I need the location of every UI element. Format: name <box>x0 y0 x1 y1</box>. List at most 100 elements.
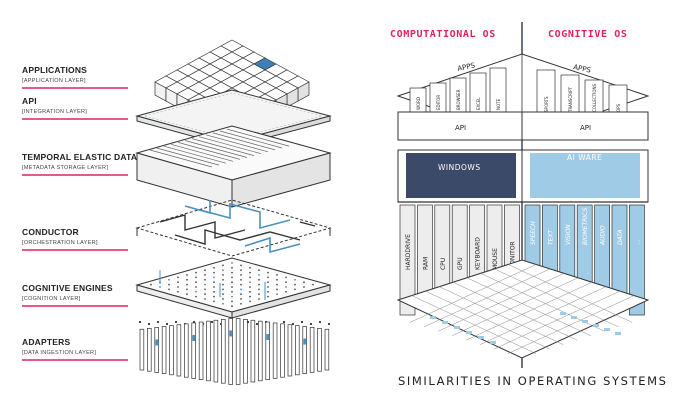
adapter-rod <box>295 325 300 376</box>
app-tile-label: OPS <box>616 103 621 112</box>
layer-sub: [COGNITION LAYER] <box>22 296 81 302</box>
app-tile-left: NOTE <box>489 67 507 119</box>
conductor-layer <box>135 199 332 257</box>
column-label: BIOMETRICS <box>582 208 589 245</box>
column-label: DATA <box>617 229 624 245</box>
left-stack: APPLICATIONS [APPLICATION LAYER] API [IN… <box>22 39 332 385</box>
adapter-rod <box>161 326 167 374</box>
adapter-rod <box>309 327 315 373</box>
windows-panel <box>406 153 516 198</box>
adapter-rod <box>243 319 248 384</box>
adapter-rod <box>169 325 174 376</box>
os-layer: WINDOWS AI WARE <box>397 149 649 203</box>
apps-left-label: APPS <box>457 61 476 73</box>
diagram-caption: SIMILARITIES IN OPERATING SYSTEMS <box>398 374 668 388</box>
adapter-rod <box>302 326 307 374</box>
grid-floor <box>396 259 650 359</box>
api-tier: API API <box>397 111 649 141</box>
column-right: BIOMETRICS <box>576 204 593 298</box>
adapter-rod <box>213 319 219 383</box>
column-label: MOUSE <box>492 248 499 270</box>
adapter-rod <box>184 323 189 378</box>
column-label: TEXT <box>547 228 554 245</box>
layer-sub: [APPLICATION LAYER] <box>22 78 86 84</box>
layer-label-api: API [INTEGRATION LAYER] <box>22 96 128 120</box>
layer-name: API <box>22 96 37 106</box>
app-tile-label: COLLECTIONS <box>592 84 597 112</box>
layer-label-cognitive-engines: COGNITIVE ENGINES [COGNITION LAYER] <box>22 283 128 307</box>
adapters-layer <box>139 318 330 385</box>
column-label: HARDDRIVE <box>405 234 412 270</box>
adapter-rod <box>228 318 233 385</box>
layer-name: ADAPTERS <box>22 337 70 347</box>
adapter-rod <box>198 321 204 380</box>
resource-columns: HARDDRIVE RAM CPU GPU KEYBOARD MOUSE MONITOR SP… <box>399 204 645 316</box>
adapter-rod <box>206 320 211 382</box>
layer-name: APPLICATIONS <box>22 65 87 75</box>
layer-name: COGNITIVE ENGINES <box>22 283 113 293</box>
app-tile-label: NOTE <box>496 98 501 110</box>
api-right-label: API <box>580 124 591 132</box>
layer-sub: [INTEGRATION LAYER] <box>22 109 87 115</box>
app-tile-right: SPORTS <box>536 69 556 119</box>
column-label: SPEECH <box>530 221 537 245</box>
layer-label-conductor: CONDUCTOR [ORCHESTRATION LAYER] <box>22 227 128 251</box>
adapter-rod <box>147 328 152 372</box>
adapter-rod <box>280 323 285 378</box>
column-label: GPU <box>457 257 464 270</box>
column-left: HARDDRIVE <box>399 204 416 316</box>
windows-label: WINDOWS <box>438 163 481 172</box>
layer-label-applications: APPLICATIONS [APPLICATION LAYER] <box>22 65 128 89</box>
adapter-rod <box>139 328 145 371</box>
column-left: CPU <box>434 204 451 304</box>
column-right: ... <box>629 204 645 316</box>
layer-label-database: TEMPORAL ELASTIC DATABASE [METADATA STOR… <box>22 152 162 176</box>
aiware-label: AI WARE <box>567 153 602 162</box>
api-left-label: API <box>455 124 466 132</box>
layer-label-adapters: ADAPTERS [DATA INGESTION LAYER] <box>22 337 128 361</box>
column-label: CPU <box>440 258 447 270</box>
adapter-rod <box>250 319 256 383</box>
aiware-panel <box>530 153 640 198</box>
header-computational-os: COMPUTATIONAL OS <box>390 29 496 40</box>
adapter-rod <box>287 324 293 377</box>
cognitive-engines-layer <box>135 257 332 326</box>
column-label: KEYBOARD <box>475 237 482 270</box>
app-tile-label: TRANSCRIPT <box>568 87 573 113</box>
apps-right-label: APPS <box>573 63 592 75</box>
layer-name: TEMPORAL ELASTIC DATABASE <box>22 152 162 162</box>
column-label: MONITOR <box>509 241 516 270</box>
app-tile-left: EXCEL <box>469 72 487 119</box>
layer-name: CONDUCTOR <box>22 227 79 237</box>
header-cognitive-os: COGNITIVE OS <box>548 29 627 40</box>
adapter-rod <box>191 322 196 379</box>
layer-sub: [ORCHESTRATION LAYER] <box>22 240 98 246</box>
adapter-rod <box>317 328 322 372</box>
os-comparison-diagram: COMPUTATIONAL OS COGNITIVE OS APPS APPS … <box>390 22 668 388</box>
adapter-rod <box>265 321 270 380</box>
layer-sub: [METADATA STORAGE LAYER] <box>22 165 108 171</box>
database-block <box>135 125 332 208</box>
adapter-rod <box>235 318 241 385</box>
app-tile-label: WORD <box>416 97 421 110</box>
column-right: VISION <box>559 204 576 292</box>
app-tile-left: BROWSER <box>449 77 467 119</box>
column-left: GPU <box>451 204 468 298</box>
layer-sub: [DATA INGESTION LAYER] <box>22 350 96 356</box>
app-tile-left: EDITOR <box>429 82 447 119</box>
column-label: AUDIO <box>600 225 607 246</box>
column-label: ... <box>634 239 641 245</box>
app-tile-label: EDITOR <box>436 95 441 110</box>
adapter-rod <box>176 324 182 377</box>
adapter-rod <box>272 322 278 379</box>
app-tile-label: EXCEL <box>476 97 481 110</box>
adapter-rod <box>324 328 330 371</box>
column-right: TEXT <box>542 204 558 286</box>
adapter-rod <box>154 327 159 373</box>
adapter-rod <box>221 319 226 384</box>
column-label: RAM <box>422 257 429 270</box>
adapter-rod <box>258 320 263 382</box>
app-tile-label: SPORTS <box>544 96 549 112</box>
column-label: VISION <box>565 224 572 245</box>
app-tile-label: BROWSER <box>456 89 461 110</box>
